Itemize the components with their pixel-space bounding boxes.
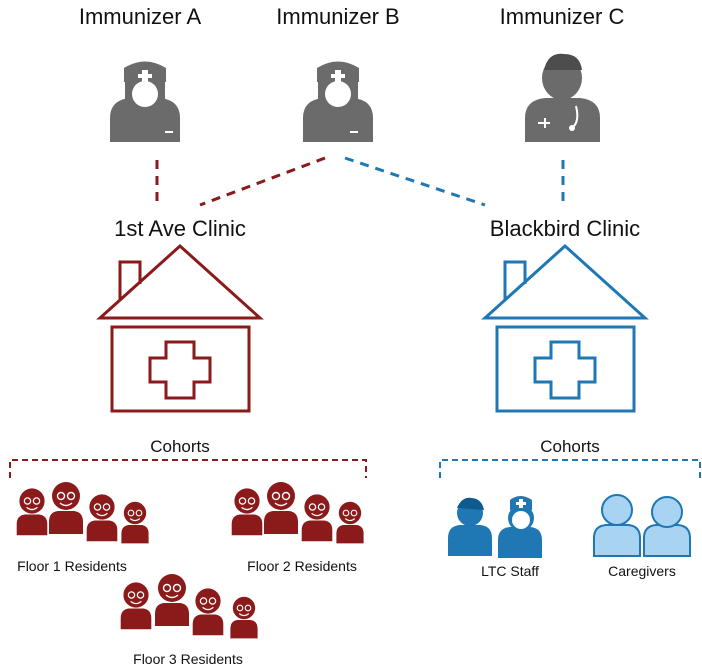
ltc-staff-icon xyxy=(448,496,542,558)
cohorts-left-label: Cohorts xyxy=(150,437,210,456)
cohort-bracket-left xyxy=(9,459,367,478)
floor-2-label: Floor 2 Residents xyxy=(247,558,357,574)
immunizer-b-label: Immunizer B xyxy=(276,4,400,29)
clinic-house-icon xyxy=(96,243,264,413)
link-b-1st-ave xyxy=(199,156,326,207)
female-nurse-icon xyxy=(303,61,373,142)
floor-3-label: Floor 3 Residents xyxy=(133,651,243,667)
link-b-blackbird xyxy=(344,156,486,207)
clinic-1st-ave-label: 1st Ave Clinic xyxy=(114,216,246,241)
floor-1-label: Floor 1 Residents xyxy=(17,558,127,574)
elderly-residents-icon xyxy=(231,481,365,544)
immunizer-a-label: Immunizer A xyxy=(78,4,202,29)
elderly-residents-icon xyxy=(120,573,259,639)
immunizer-c-label: Immunizer C xyxy=(499,4,625,29)
cohorts-right-label: Cohorts xyxy=(540,437,600,456)
caregivers-label: Caregivers xyxy=(608,563,676,579)
ltc-staff-label: LTC Staff xyxy=(481,563,539,579)
caregivers-icon xyxy=(593,494,691,557)
clinic-blackbird-label: Blackbird Clinic xyxy=(489,216,641,241)
connection-lines xyxy=(155,156,565,207)
clinic-house-icon xyxy=(481,243,649,413)
male-doctor-icon xyxy=(525,53,600,142)
cohort-bracket-right xyxy=(439,459,701,478)
elderly-residents-icon xyxy=(16,481,150,544)
female-nurse-icon xyxy=(110,61,180,142)
